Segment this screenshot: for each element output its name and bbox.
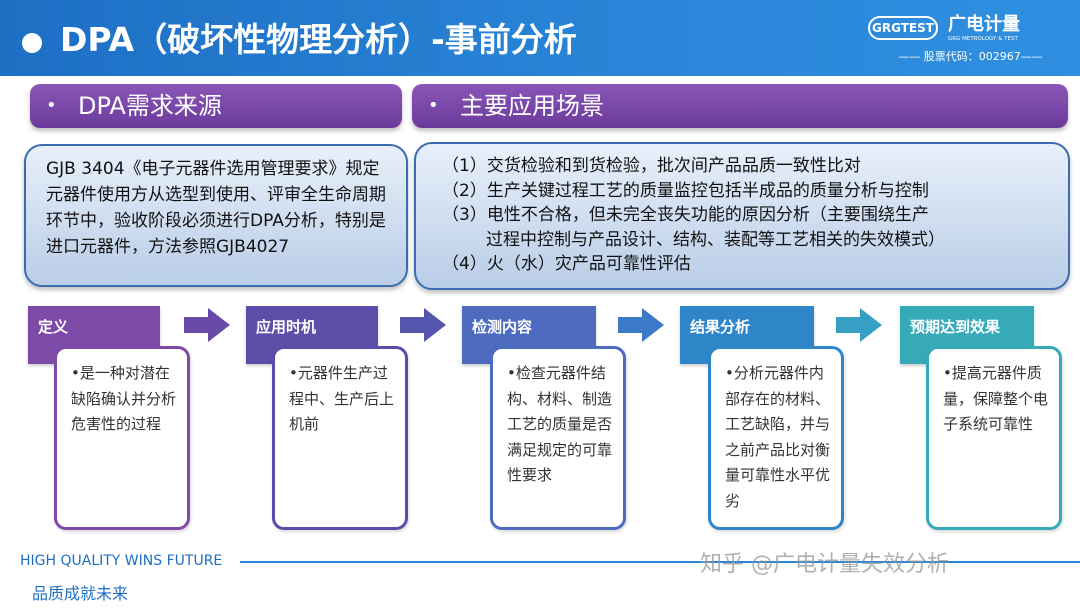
section-title-left-label: DPA需求来源	[78, 92, 222, 120]
step-tab-label: 定义	[38, 318, 69, 336]
logo-name: 广电计量	[948, 14, 1020, 35]
logo-badge: GRGTEST	[868, 16, 938, 40]
bullet-icon: •	[428, 95, 439, 116]
scenario-item: （1）交货检验和到货检验，批次间产品品质一致性比对	[442, 156, 861, 176]
bullet-icon: •	[46, 95, 57, 116]
section-title-right-label: 主要应用场景	[460, 92, 604, 120]
step-card-text: •检查元器件结构、材料、制造工艺的质量是否满足规定的可靠性要求	[507, 364, 613, 484]
step-card-expected-effect: •提高元器件质量，保障整个电子系统可靠性	[926, 346, 1062, 530]
arrow-right-icon	[618, 308, 664, 342]
logo-stock-code: —— 股票代码：002967——	[898, 50, 1043, 63]
arrow-right-icon	[836, 308, 882, 342]
watermark-text: 知乎 @广电计量失效分析	[700, 552, 949, 577]
step-tab-label: 应用时机	[256, 318, 317, 336]
step-card-analysis: •分析元器件内部存在的材料、工艺缺陷，并与之前产品比对衡量可靠性水平优劣	[708, 346, 844, 530]
application-scenarios-box: （1）交货检验和到货检验，批次间产品品质一致性比对 （2）生产关键过程工艺的质量…	[414, 142, 1070, 290]
footer-slogan-chinese: 品质成就未来	[32, 584, 129, 603]
arrow-right-icon	[400, 308, 446, 342]
company-logo: GRGTEST 广电计量 GRG METROLOGY & TEST —— 股票代…	[868, 14, 1073, 66]
step-card-text: •是一种对潜在缺陷确认并分析危害性的过程	[71, 364, 177, 433]
step-tab-label: 预期达到效果	[910, 318, 1001, 336]
step-tab-label: 检测内容	[472, 318, 533, 336]
footer-slogan-english: HIGH QUALITY WINS FUTURE	[20, 553, 223, 569]
section-title-left: • DPA需求来源	[30, 84, 402, 128]
page-title: DPA（破坏性物理分析）-事前分析	[60, 20, 577, 59]
scenario-item: （2）生产关键过程工艺的质量监控包括半成品的质量分析与控制	[442, 180, 929, 201]
scenario-item: （4）火（水）灾产品可靠性评估	[442, 254, 691, 274]
step-card-timing: •元器件生产过程中、生产后上机前	[272, 346, 408, 530]
requirement-source-box: GJB 3404《电子元器件选用管理要求》规定元器件使用方从选型到使用、评审全生…	[24, 144, 408, 287]
bullet-dot-icon	[22, 33, 42, 53]
step-card-inspection: •检查元器件结构、材料、制造工艺的质量是否满足规定的可靠性要求	[490, 346, 626, 530]
step-card-text: •分析元器件内部存在的材料、工艺缺陷，并与之前产品比对衡量可靠性水平优劣	[725, 364, 831, 510]
step-card-text: •提高元器件质量，保障整个电子系统可靠性	[943, 364, 1049, 433]
step-card-text: •元器件生产过程中、生产后上机前	[289, 364, 395, 433]
step-tab-label: 结果分析	[690, 318, 751, 336]
requirement-source-text: GJB 3404《电子元器件选用管理要求》规定元器件使用方从选型到使用、评审全生…	[46, 159, 386, 257]
footer-divider	[240, 561, 1080, 563]
arrow-right-icon	[184, 308, 230, 342]
scenario-item: （3）电性不合格，但未完全丧失功能的原因分析（主要围绕生产	[442, 205, 929, 225]
header-bar: DPA（破坏性物理分析）-事前分析 GRGTEST 广电计量 GRG METRO…	[0, 0, 1080, 76]
step-card-definition: •是一种对潜在缺陷确认并分析危害性的过程	[54, 346, 190, 530]
section-title-right: • 主要应用场景	[412, 84, 1068, 128]
scenario-item-continued: 过程中控制与产品设计、结构、装配等工艺相关的失效模式）	[486, 229, 945, 250]
logo-subtitle: GRG METROLOGY & TEST	[948, 36, 1018, 42]
